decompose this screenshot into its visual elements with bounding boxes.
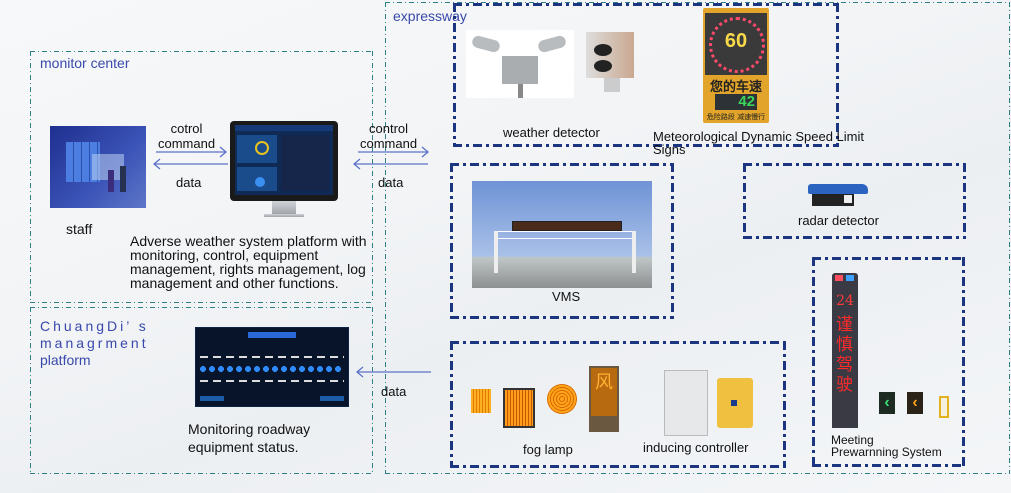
fog-lamp-image-4: 风 [589, 366, 619, 432]
data-label-left: data [176, 175, 202, 190]
outline-marker-icon [939, 396, 949, 418]
meeting-sign-number: 24 [836, 293, 854, 309]
data-arrow-to-platform [355, 366, 431, 378]
command-label-right: control command [360, 121, 418, 151]
command-label-left: cotrol command [158, 121, 216, 151]
weather-detector-label: weather detector [503, 125, 600, 140]
vms-label: VMS [552, 289, 581, 304]
visibility-sensor-image [580, 30, 636, 98]
inducing-controller-image [664, 370, 708, 436]
radar-detector-label: radar detector [798, 213, 879, 228]
data-label-right: data [378, 175, 404, 190]
yellow-arrow-light-icon: ‹ [907, 392, 923, 414]
data-arrow-from-expressway [352, 158, 428, 170]
coordinator-image [717, 378, 753, 428]
meeting-sign-text: 谨慎驾驶 [836, 315, 853, 395]
monitor-center-title: monitor center [40, 55, 130, 71]
platform-description: Adverse weather system platform with mon… [130, 233, 367, 291]
inducing-controller-label: inducing controller [643, 440, 749, 455]
command-arrow-right [156, 146, 228, 158]
platform-monitor-image [230, 121, 338, 201]
command-arrow-expressway [358, 146, 430, 158]
radar-detector-group [743, 163, 966, 239]
monitor-stand [272, 201, 296, 215]
speed-limit-sign-image: 60 您的车速 42 危险路段 减速慢行 [703, 8, 769, 123]
fog-lamp-image-2 [503, 388, 535, 428]
staff-label: staff [66, 221, 93, 237]
speed-limit-value: 60 [724, 30, 748, 52]
fog-lamp-label: fog lamp [523, 442, 573, 457]
green-arrow-light-icon: ‹ [879, 392, 895, 414]
speed-limit-signs-label: Meteorological Dynamic Speed Limit Signs [653, 129, 864, 157]
current-speed-text: 您的车速 [709, 80, 762, 95]
current-speed-value: 42 [738, 93, 755, 110]
staff-image [50, 126, 146, 208]
data-arrow-left [152, 158, 228, 170]
meeting-warning-pole-image: 24 谨慎驾驶 [832, 273, 858, 428]
radar-detector-image [808, 184, 868, 206]
expressway-title: expressway [393, 8, 467, 24]
roadway-dashboard-image [195, 327, 349, 407]
vms-image [472, 181, 652, 288]
fog-lamp-image-3 [547, 384, 577, 414]
platform-title: ChuangDi’ s managrment platform [40, 318, 149, 368]
data-label-platform: data [381, 384, 407, 399]
warning-text: 危险路段 减速慢行 [706, 113, 766, 121]
platform-status-description: Monitoring roadway equipment status. [188, 421, 311, 455]
weather-detector-image [466, 30, 574, 98]
monitor-base [264, 214, 304, 217]
meeting-prewarning-label: Meeting Prewarnning System [831, 433, 942, 459]
fog-lamp-image-1 [471, 389, 491, 413]
